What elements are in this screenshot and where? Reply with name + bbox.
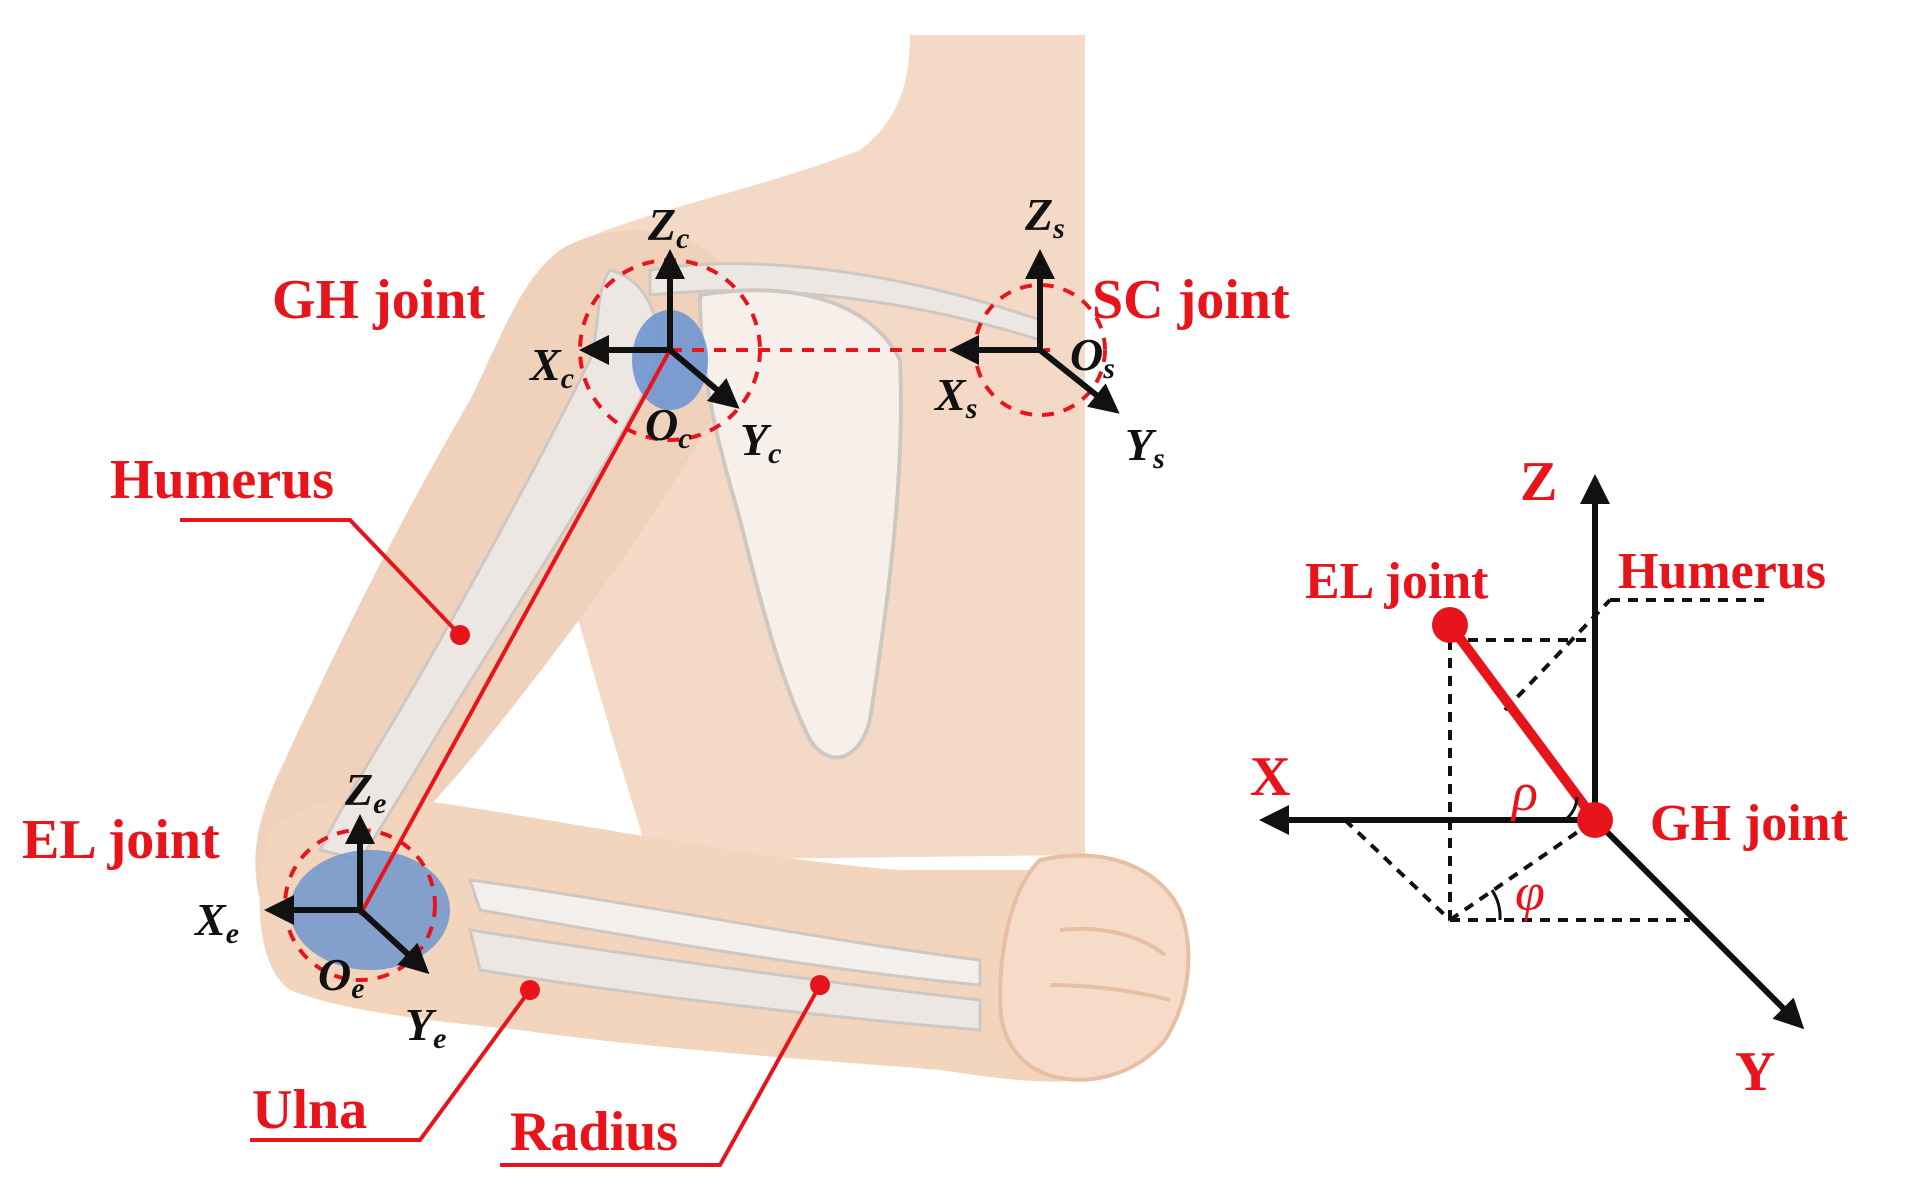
- frame-e-y-arrow: [357, 907, 430, 975]
- frame-c-y-label: Yc: [740, 414, 781, 470]
- inset-humerus-link: [1445, 622, 1600, 823]
- phi-angle-arc: [1490, 889, 1502, 921]
- sc-joint-label: SC joint: [1092, 269, 1290, 331]
- anatomy-labels: GH joint SC joint EL joint Humerus Ulna …: [22, 269, 1290, 1163]
- ulna-bone: [467, 928, 982, 1032]
- frame-e-o-label: Oe: [318, 949, 365, 1005]
- frame-e-z-label: Ze: [344, 764, 386, 820]
- inset-humerus-label: Humerus: [1618, 543, 1826, 600]
- humerus-leader: [180, 518, 462, 637]
- frame-c: [579, 249, 740, 409]
- gh-joint-label: GH joint: [272, 269, 485, 331]
- inset-phi-label: φ: [1515, 862, 1545, 922]
- ulna-label: Ulna: [252, 1079, 367, 1141]
- inset-rho-label: ρ: [1510, 762, 1538, 822]
- frame-s-y-arrow: [1038, 347, 1120, 414]
- inset-z-label: Z: [1520, 451, 1557, 513]
- inset-el-joint-dot: [1432, 607, 1468, 643]
- frame-c-y-arrow: [668, 347, 740, 409]
- inset-gh-joint-label: GH joint: [1650, 795, 1849, 852]
- frame-c-o-label: Oc: [645, 399, 692, 455]
- frame-e-y-label: Ye: [405, 999, 446, 1055]
- frame-c-x-label: Xc: [528, 339, 574, 395]
- radius-label: Radius: [510, 1101, 678, 1163]
- frame-s: [949, 249, 1120, 414]
- inset-x-label: X: [1250, 746, 1290, 808]
- anatomy-illustration: [255, 35, 1191, 1082]
- inset-dash-x-link: [1343, 818, 1452, 922]
- finger-crease: [1049, 983, 1171, 1002]
- humerus-label: Humerus: [110, 449, 334, 511]
- inset-el-joint-label: EL joint: [1305, 553, 1489, 610]
- rho-angle-arc: [1564, 796, 1579, 822]
- leader-lines: [180, 518, 830, 1167]
- el-joint-label: EL joint: [22, 809, 220, 871]
- inset-y-label: Y: [1735, 1041, 1775, 1103]
- spherical-coordinate-inset: X Z Y EL joint GH joint Humerus ρ φ: [1250, 451, 1849, 1103]
- inset-gh-joint-dot: [1577, 802, 1613, 838]
- inset-dash-humerus-leader: [1503, 598, 1612, 712]
- frame-e-labels: Ze Xe Oe Ye: [193, 764, 446, 1055]
- fist-skin: [997, 853, 1191, 1082]
- elbow-cartilage: [290, 850, 450, 970]
- inset-dash-projection: [1448, 818, 1597, 922]
- frame-c-labels: Zc Xc Oc Yc: [528, 199, 781, 470]
- humerus-link-line: [358, 349, 672, 916]
- ulna-leader: [250, 988, 532, 1142]
- frame-s-y-label: Ys: [1125, 419, 1165, 475]
- inset-y-axis: [1592, 817, 1805, 1030]
- frame-s-z-label: Zs: [1024, 189, 1065, 245]
- frame-c-z-label: Zc: [647, 199, 689, 255]
- frame-s-labels: Zs Xs Os Ys: [933, 189, 1165, 475]
- ulna-leader-dot: [520, 980, 540, 1000]
- radius-leader-dot: [810, 975, 830, 995]
- frame-e: [264, 814, 430, 975]
- frame-s-x-label: Xs: [933, 369, 977, 425]
- frame-e-x-label: Xe: [193, 894, 239, 950]
- frame-s-o-label: Os: [1070, 329, 1115, 385]
- radius-bone: [467, 878, 982, 987]
- scapula-bone: [697, 288, 903, 760]
- radius-leader: [500, 984, 822, 1167]
- finger-crease: [1059, 926, 1167, 957]
- humerus-leader-dot: [450, 625, 470, 645]
